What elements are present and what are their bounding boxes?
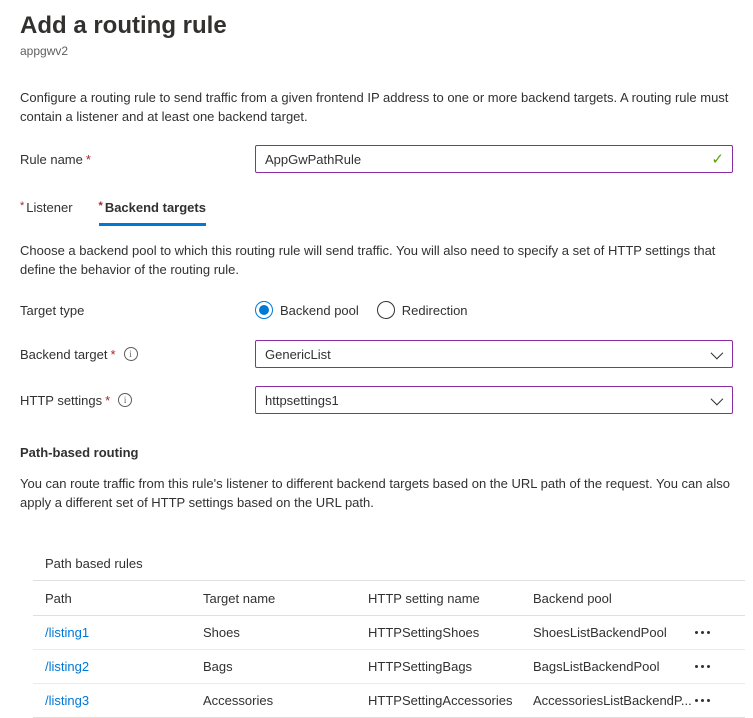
backend-pool-cell: ShoesListBackendPool [533, 615, 693, 650]
column-header-path: Path [33, 580, 203, 616]
http-settings-label: HTTP settings* i [20, 393, 255, 408]
table-row: /listing1 Shoes HTTPSettingShoes ShoesLi… [33, 615, 745, 650]
required-asterisk: * [105, 392, 111, 408]
backend-target-row: Backend target* i GenericList [20, 340, 733, 368]
path-based-rules-table: Path Target name HTTP setting name Backe… [33, 580, 745, 718]
table-header-row: Path Target name HTTP setting name Backe… [33, 580, 745, 616]
ellipsis-menu-icon[interactable] [693, 661, 712, 672]
target-type-row: Target type Backend pool Redirection [20, 301, 733, 319]
backend-target-dropdown[interactable]: GenericList [255, 340, 733, 368]
table-row: /listing2 Bags HTTPSettingBags BagsListB… [33, 649, 745, 684]
path-based-routing-heading: Path-based routing [20, 445, 139, 460]
target-name-cell: Bags [203, 649, 368, 684]
chevron-down-icon [710, 346, 724, 359]
path-link[interactable]: /listing2 [45, 659, 90, 674]
required-asterisk: * [110, 346, 116, 362]
backend-pool-cell: BagsListBackendPool [533, 649, 693, 684]
chevron-down-icon [710, 392, 724, 405]
tab-bar: *Listener *Backend targets [20, 200, 733, 226]
resource-name: appgwv2 [20, 44, 69, 58]
radio-redirection[interactable]: Redirection [376, 301, 468, 319]
column-header-target-name: Target name [203, 580, 368, 616]
path-link[interactable]: /listing3 [45, 693, 90, 708]
http-setting-name-cell: HTTPSettingAccessories [368, 683, 533, 718]
path-link[interactable]: /listing1 [45, 625, 90, 640]
page-title: Add a routing rule [20, 12, 227, 39]
rule-name-input[interactable] [255, 145, 733, 173]
column-header-actions [693, 580, 745, 616]
rule-name-label: Rule name* [20, 151, 91, 167]
rule-name-row: Rule name* ✓ [20, 145, 733, 173]
intro-text: Configure a routing rule to send traffic… [20, 90, 729, 124]
required-asterisk: * [20, 200, 25, 212]
radio-selected-icon[interactable] [255, 301, 273, 319]
backend-targets-intro-text: Choose a backend pool to which this rout… [20, 243, 716, 277]
required-asterisk: * [98, 200, 103, 212]
http-setting-name-cell: HTTPSettingShoes [368, 615, 533, 650]
backend-pool-cell: AccessoriesListBackendP... [533, 683, 693, 718]
ellipsis-menu-icon[interactable] [693, 627, 712, 638]
info-icon[interactable]: i [123, 347, 138, 361]
target-name-cell: Shoes [203, 615, 368, 650]
radio-backend-pool[interactable]: Backend pool [255, 301, 359, 319]
column-header-http-setting-name: HTTP setting name [368, 580, 533, 616]
backend-target-label: Backend target* i [20, 347, 255, 362]
http-setting-name-cell: HTTPSettingBags [368, 649, 533, 684]
path-based-routing-description: You can route traffic from this rule's l… [20, 476, 730, 510]
required-asterisk: * [85, 151, 91, 167]
rule-name-input-wrap: ✓ [255, 145, 733, 173]
column-header-backend-pool: Backend pool [533, 580, 693, 616]
tab-listener[interactable]: *Listener [20, 200, 73, 215]
table-row: /listing3 Accessories HTTPSettingAccesso… [33, 683, 745, 718]
target-name-cell: Accessories [203, 683, 368, 718]
info-icon[interactable]: i [118, 393, 133, 407]
http-settings-row: HTTP settings* i httpsettings1 [20, 386, 733, 414]
target-type-label: Target type [20, 302, 85, 318]
target-type-radio-group: Backend pool Redirection [255, 301, 468, 319]
tab-backend-targets[interactable]: *Backend targets [98, 200, 206, 226]
radio-unselected-icon[interactable] [376, 301, 395, 319]
http-settings-dropdown[interactable]: httpsettings1 [255, 386, 733, 414]
path-based-rules-label: Path based rules [45, 556, 143, 571]
